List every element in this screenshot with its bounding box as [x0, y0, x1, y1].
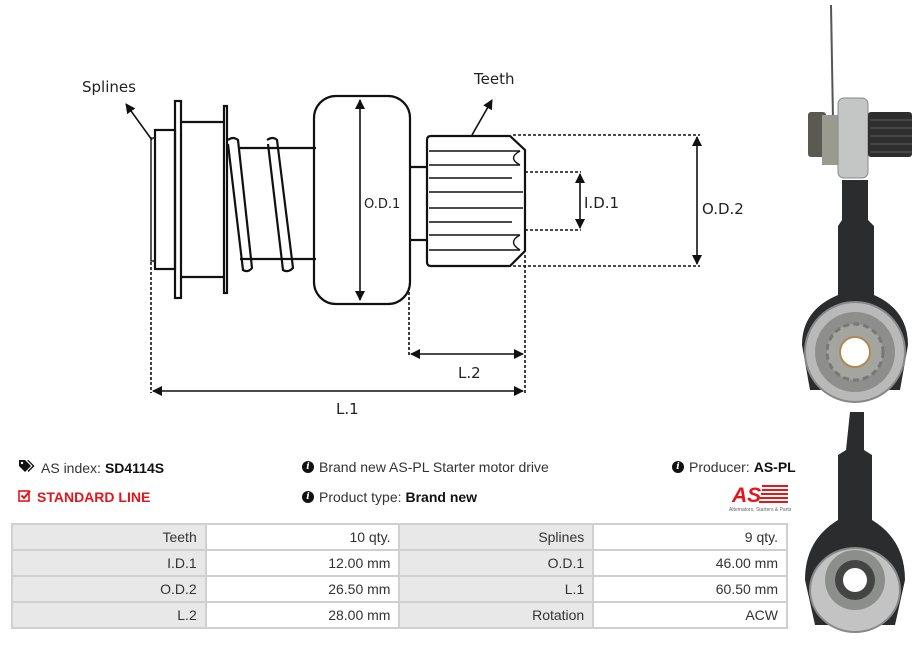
spec-value: 26.50 mm [204, 575, 401, 603]
logo-tagline: Alternators, Starters & Parts [729, 507, 792, 513]
product-photos [802, 4, 912, 633]
as-index-label: AS index: [41, 459, 101, 476]
spring-coil [226, 136, 254, 273]
l1-label: L.1 [336, 400, 359, 418]
dimension-guides [150, 134, 700, 393]
flange-right [222, 104, 229, 295]
producer-value: AS-PL [753, 459, 796, 475]
check-square-icon [18, 489, 32, 505]
pinion [425, 134, 527, 268]
photo-rear-view [805, 412, 905, 633]
spring-coil [266, 136, 295, 273]
product-type: i Product type: Brand new [302, 489, 477, 505]
spec-key: I.D.1 [11, 549, 207, 577]
teeth-pointer [471, 99, 493, 136]
photo-side-view [808, 4, 912, 179]
product-type-label: Product type: [319, 489, 402, 505]
product-type-value: Brand new [405, 489, 478, 505]
id1-label: I.D.1 [584, 194, 619, 212]
clutch-body [312, 94, 412, 306]
spec-value: ACW [592, 601, 788, 629]
spec-value: 9 qty. [592, 523, 788, 551]
splines-pointer [125, 103, 153, 141]
spec-value: 60.50 mm [592, 575, 788, 603]
tags-icon [18, 459, 36, 476]
as-index: AS index: SD4114S [18, 459, 164, 476]
photo-front-view [802, 180, 908, 403]
od1-label: O.D.1 [364, 197, 400, 212]
technical-diagram: Splines Teeth O.D.1 I.D.1 O.D.2 L.2 L.1 [82, 70, 744, 418]
producer: i Producer: AS-PL [672, 459, 796, 475]
spec-value: 46.00 mm [592, 549, 788, 577]
info-circle-icon: i [302, 491, 314, 503]
info-circle-icon: i [672, 461, 684, 473]
spec-key: L.1 [398, 575, 595, 603]
producer-label: Producer: [689, 459, 750, 475]
spec-table: Teeth 10 qty. Splines 9 qty. I.D.1 12.00… [11, 523, 788, 629]
spec-key: Teeth [11, 523, 207, 551]
spec-key: O.D.1 [398, 549, 595, 577]
info-circle-icon: i [302, 461, 314, 473]
spec-key: L.2 [11, 601, 207, 629]
pinion-teeth [429, 150, 523, 251]
spec-value: 12.00 mm [204, 549, 401, 577]
product-description: i Brand new AS-PL Starter motor drive [302, 459, 549, 475]
l2-label: L.2 [458, 364, 481, 382]
splines-label: Splines [82, 78, 136, 96]
table-row: Teeth 10 qty. Splines 9 qty. [11, 523, 788, 551]
spec-value: 10 qty. [204, 523, 401, 551]
table-row: L.2 28.00 mm Rotation ACW [11, 601, 788, 629]
flange-left [173, 99, 183, 300]
standard-line-badge: STANDARD LINE [18, 489, 150, 505]
table-row: O.D.2 26.50 mm L.1 60.50 mm [11, 575, 788, 603]
as-index-value: SD4114S [104, 459, 165, 476]
spec-value: 28.00 mm [204, 601, 401, 629]
collar [153, 128, 177, 271]
as-pl-logo: AS Alternators, Starters & Parts [729, 484, 792, 513]
logo-text: AS [731, 484, 761, 507]
standard-line-label: STANDARD LINE [37, 489, 151, 505]
description-text: Brand new AS-PL Starter motor drive [319, 459, 549, 475]
table-row: I.D.1 12.00 mm O.D.1 46.00 mm [11, 549, 788, 577]
od2-label: O.D.2 [702, 200, 744, 218]
drive-outline [150, 94, 527, 306]
spec-key: O.D.2 [11, 575, 207, 603]
spec-key: Splines [398, 523, 595, 551]
spec-key: Rotation [398, 601, 595, 629]
teeth-label: Teeth [473, 70, 514, 88]
